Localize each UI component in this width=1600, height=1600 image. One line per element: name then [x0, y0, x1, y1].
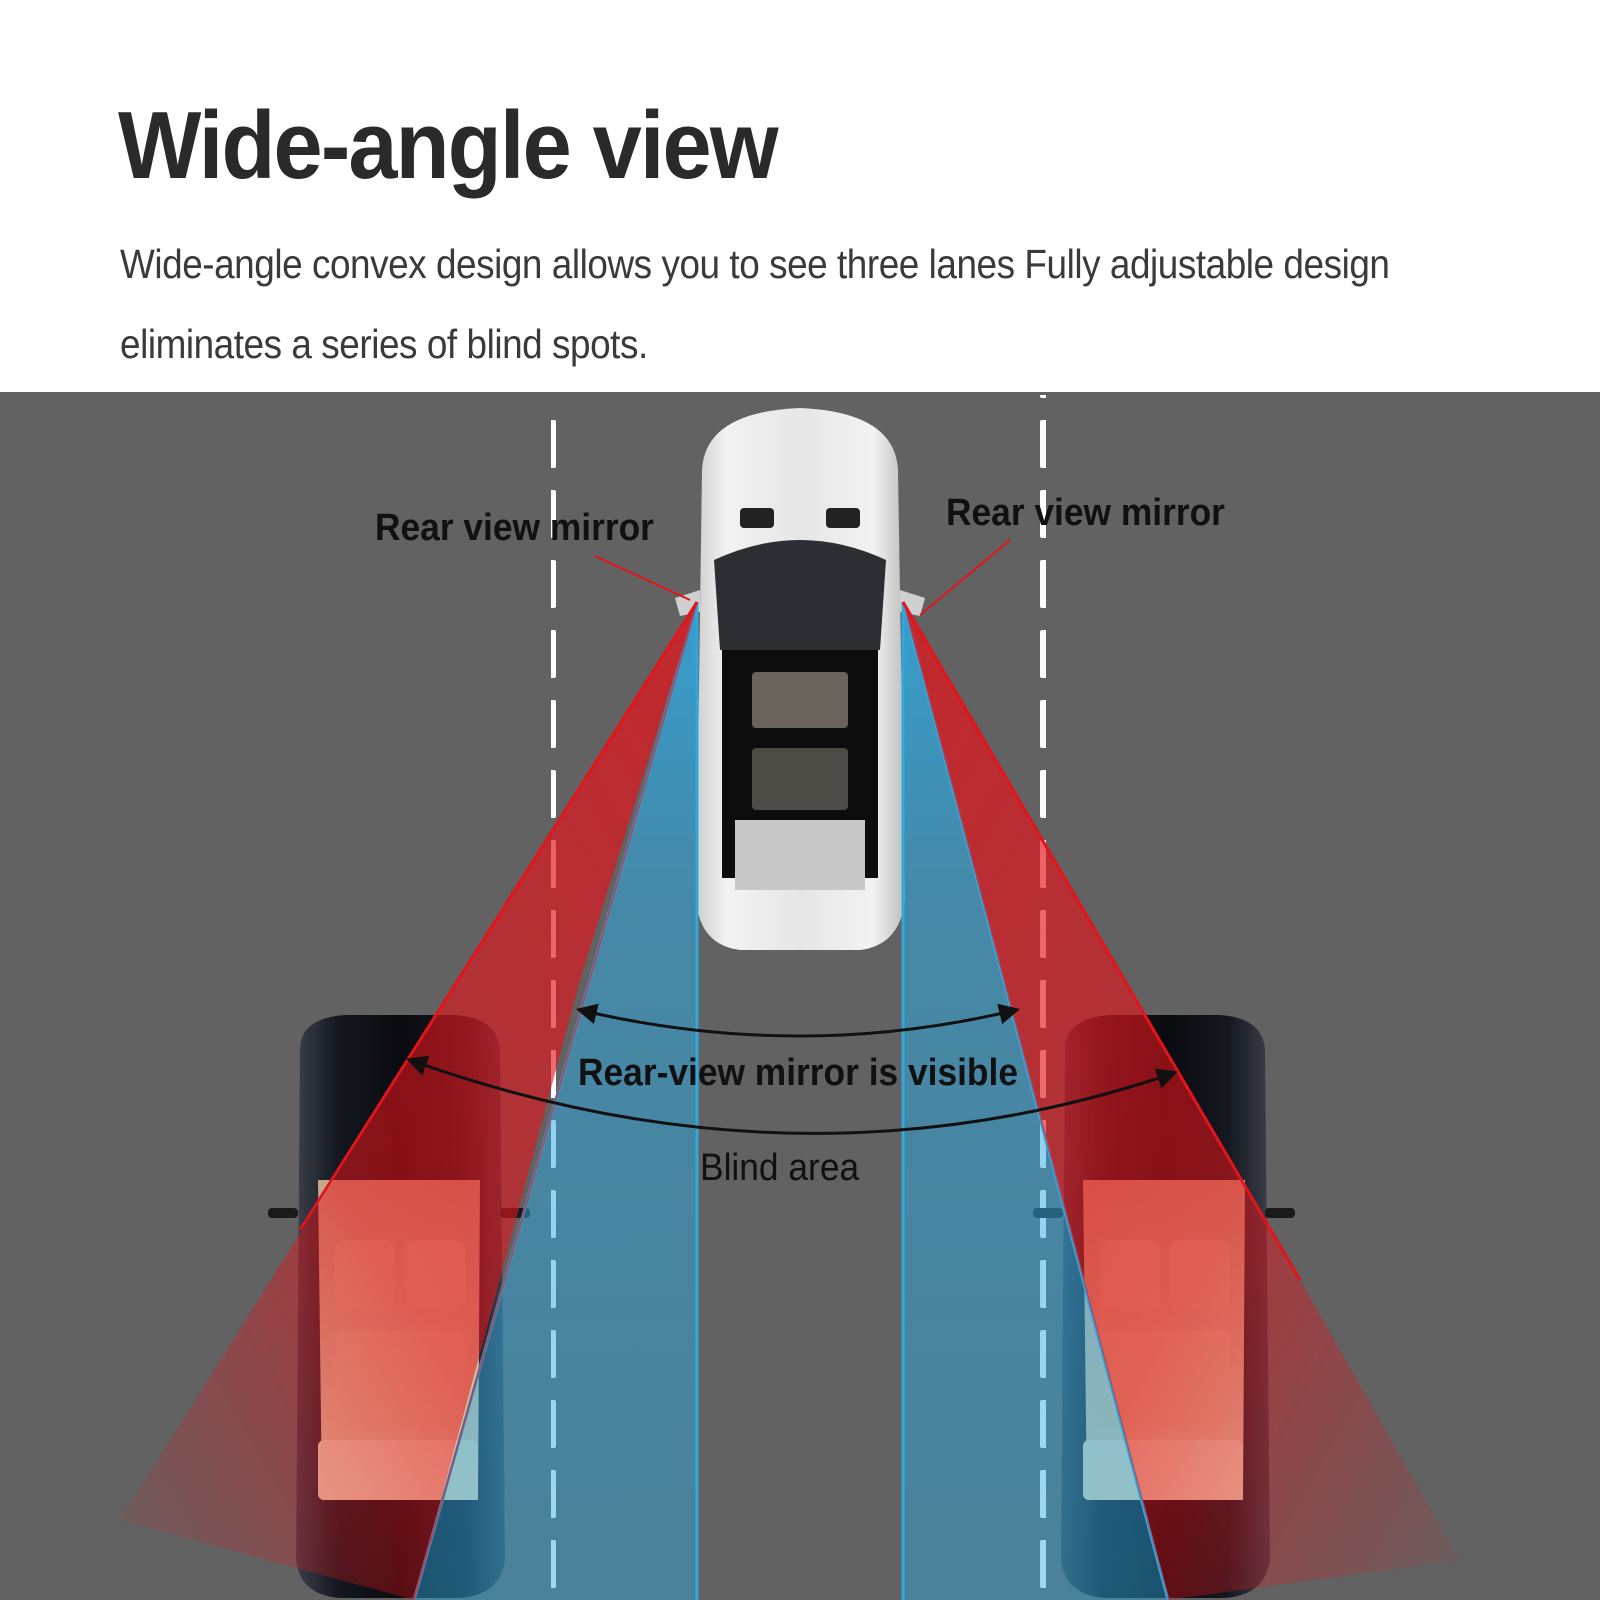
left-blind-beam [120, 601, 699, 1600]
right-blind-beam [901, 601, 1460, 1600]
right-mirror-label: Rear view mirror [946, 492, 1225, 534]
visible-zone-arc [575, 1003, 1021, 1038]
page-title: Wide-angle view [118, 92, 779, 199]
road-diagram: Rear view mirror Rear view mirror Rear-v… [0, 392, 1600, 1600]
visible-zone-label: Rear-view mirror is visible [578, 1052, 1018, 1094]
left-mirror-label: Rear view mirror [375, 507, 654, 549]
blind-zone-label: Blind area [700, 1147, 860, 1189]
right-mirror-pointer [919, 539, 1011, 616]
left-mirror-pointer [594, 555, 691, 601]
main-suv [675, 408, 925, 950]
page-subtitle: Wide-angle convex design allows you to s… [120, 241, 1390, 367]
blind-zone-arc [406, 1055, 1178, 1135]
diagram-graphics [120, 395, 1460, 1600]
header: Wide-angle view Wide-angle convex design… [0, 0, 1600, 392]
